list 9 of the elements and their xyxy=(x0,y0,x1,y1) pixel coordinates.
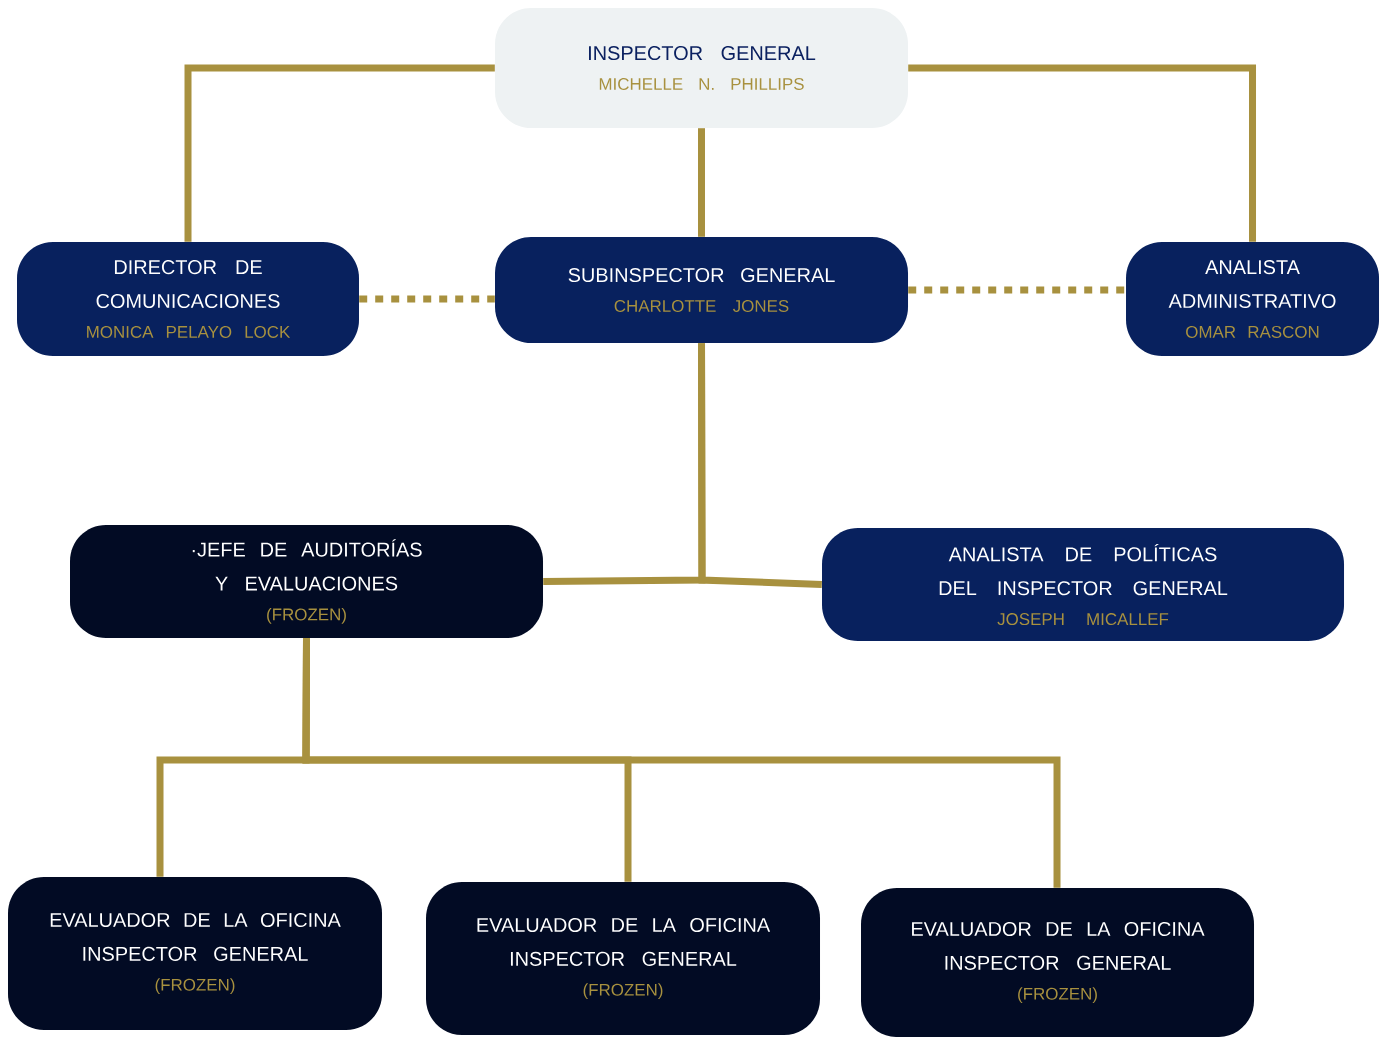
org-box: ANALISTA ADMINISTRATIVO OMAR RASCON xyxy=(1126,242,1379,356)
org-box: EVALUADOR DE LA OFICINA INSPECTOR GENERAL (FROZEN) xyxy=(426,882,820,1035)
org-box: ANALISTA DE POLÍTICAS DEL INSPECTOR GENERAL JOSEPH MICALLEF xyxy=(822,528,1344,641)
org-box: INSPECTOR GENERAL MICHELLE N. PHILLIPS xyxy=(495,8,908,128)
org-box: EVALUADOR DE LA OFICINA INSPECTOR GENERAL (FROZEN) xyxy=(8,877,382,1030)
org-box: DIRECTOR DE COMUNICACIONES MONICA PELAYO LOCK xyxy=(17,242,359,356)
org-box: SUBINSPECTOR GENERAL CHARLOTTE JONES xyxy=(495,237,908,343)
org-box: EVALUADOR DE LA OFICINA INSPECTOR GENERAL (FROZEN) xyxy=(861,888,1254,1037)
org-box: ·JEFE DE AUDITORÍAS Y EVALUACIONES (FROZEN) xyxy=(70,525,543,638)
